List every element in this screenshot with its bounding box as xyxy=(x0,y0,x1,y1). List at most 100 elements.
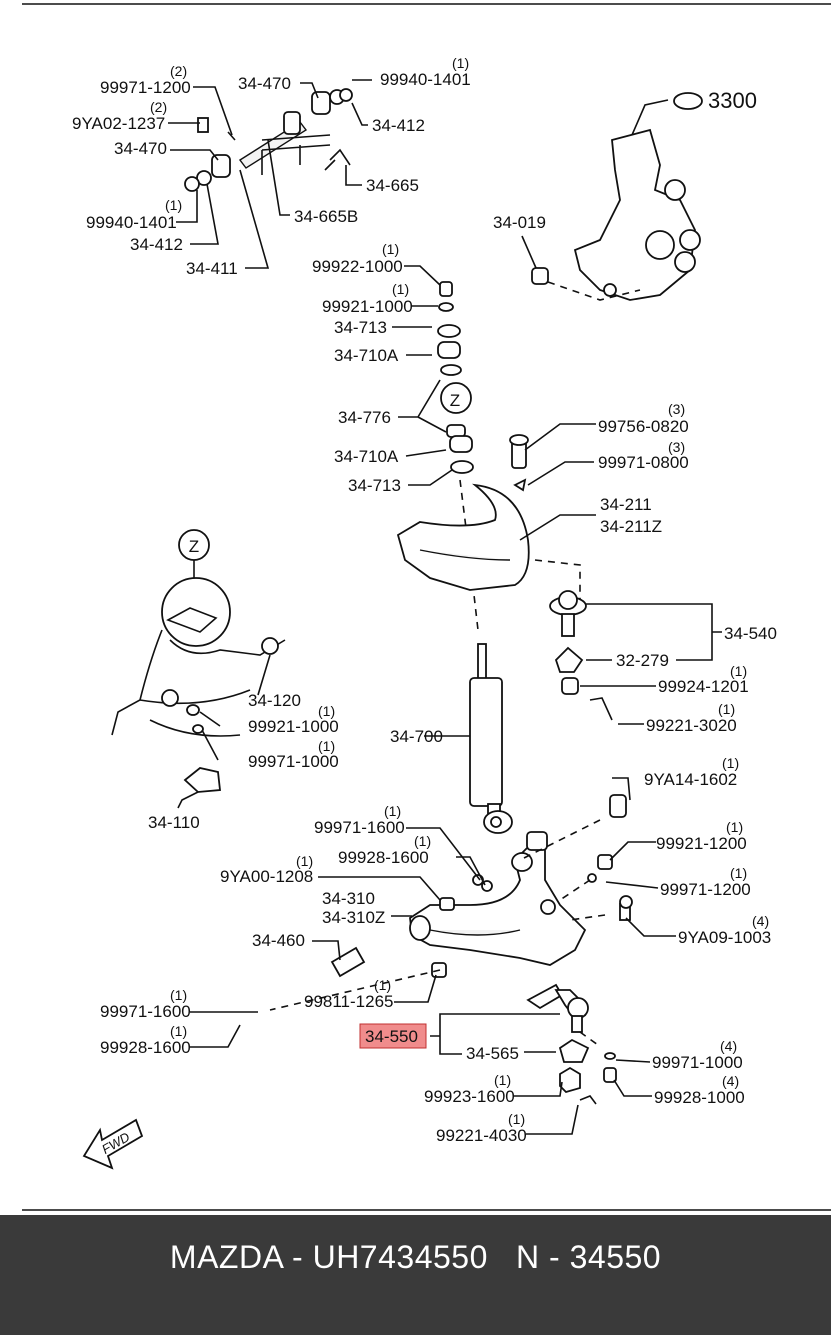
label-34-120: 34-120 xyxy=(248,691,301,710)
label-99971-1000-bot: 99971-1000 xyxy=(652,1053,743,1072)
qty-99921-1200: (1) xyxy=(726,819,743,835)
qty-9ya00-1208: (1) xyxy=(296,853,313,869)
qty-99928-1000: (4) xyxy=(722,1073,739,1089)
lower-arm xyxy=(269,794,633,1011)
upper-mount-stack xyxy=(437,281,479,631)
steering-knuckle xyxy=(531,92,703,301)
qty-99971-1000-det: (1) xyxy=(318,738,335,754)
label-99971-1000-det: 99971-1000 xyxy=(248,752,339,771)
qty-99971-1600-b: (1) xyxy=(170,987,187,1003)
shock-absorber xyxy=(469,643,513,834)
label-99811-1265: 99811-1265 xyxy=(304,992,394,1011)
label-99971-1600-a: 99971-1600 xyxy=(314,818,405,837)
fwd-arrow-icon: FWD xyxy=(82,1118,144,1170)
label-34-540: 34-540 xyxy=(724,624,777,643)
upper-ball-joint xyxy=(549,590,613,721)
label-99928-1600-b: 99928-1600 xyxy=(100,1038,191,1057)
label-32-279: 32-279 xyxy=(616,651,669,670)
label-z-detail: Z xyxy=(189,537,199,556)
qty-99928-1600-a: (1) xyxy=(414,833,431,849)
leaders-lower-ball xyxy=(430,1013,652,1135)
label-34-411: 34-411 xyxy=(186,259,238,278)
label-34-470-a: 34-470 xyxy=(238,74,291,93)
qty-99221-3020: (1) xyxy=(718,701,735,717)
label-34-665b: 34-665B xyxy=(294,207,358,226)
qty-99971-0800: (3) xyxy=(668,439,685,455)
qty-99940-1401-top: (1) xyxy=(452,55,469,71)
label-34-460: 34-460 xyxy=(252,931,305,950)
qty-99756-0820: (3) xyxy=(668,401,685,417)
label-34-019: 34-019 xyxy=(493,213,546,232)
label-99923-1600: 99923-1600 xyxy=(424,1087,515,1106)
label-99221-3020: 99221-3020 xyxy=(646,716,737,735)
label-99921-1200: 99921-1200 xyxy=(656,834,747,853)
label-99922-1000: 99922-1000 xyxy=(312,257,403,276)
label-3300: 3300 xyxy=(708,88,757,113)
label-34-211: 34-211 xyxy=(600,495,652,514)
stabilizer-link-assembly xyxy=(184,88,353,192)
label-99971-1200-mid: 99971-1200 xyxy=(660,880,751,899)
leaders-center xyxy=(392,265,453,486)
label-34-110: 34-110 xyxy=(148,813,200,832)
label-99971-0800: 99971-0800 xyxy=(598,453,689,472)
label-99928-1000: 99928-1000 xyxy=(654,1088,745,1107)
label-34-412-top: 34-412 xyxy=(372,116,425,135)
qty-99971-1000-bot: (4) xyxy=(720,1038,737,1054)
upper-arm xyxy=(396,434,581,600)
label-99924-1201: 99924-1201 xyxy=(658,677,749,696)
qty-99940-1401-left: (1) xyxy=(165,197,182,213)
label-34-665: 34-665 xyxy=(366,176,419,195)
label-34-310: 34-310 xyxy=(322,889,375,908)
label-34-710a-b: 34-710A xyxy=(334,447,399,466)
label-z-callout: Z xyxy=(450,391,460,410)
label-9ya00-1208: 9YA00-1208 xyxy=(220,867,313,886)
label-9ya02-1237: 9YA02-1237 xyxy=(72,114,165,133)
qty-99923-1600: (1) xyxy=(494,1072,511,1088)
qty-99928-1600-b: (1) xyxy=(170,1023,187,1039)
leader-34-019 xyxy=(521,235,537,269)
label-34-565: 34-565 xyxy=(466,1044,519,1063)
label-99971-1200-top: 99971-1200 xyxy=(100,78,191,97)
label-34-713-b: 34-713 xyxy=(348,476,401,495)
label-99928-1600-a: 99928-1600 xyxy=(338,848,429,867)
qty-99971-1600-a: (1) xyxy=(384,803,401,819)
label-34-776: 34-776 xyxy=(338,408,391,427)
qty-99971-1200-mid: (1) xyxy=(730,865,747,881)
label-34-211z: 34-211Z xyxy=(600,517,662,536)
leaders-upper-arm xyxy=(519,423,596,541)
highlight-34-550 xyxy=(359,1023,427,1049)
label-99756-0820: 99756-0820 xyxy=(598,417,689,436)
qty-99971-1200-top: (2) xyxy=(170,63,187,79)
label-9ya14-1602: 9YA14-1602 xyxy=(644,770,737,789)
leaders-top-left xyxy=(168,79,372,269)
qty-9ya09-1003: (4) xyxy=(752,913,769,929)
label-99971-1600-b: 99971-1600 xyxy=(100,1002,191,1021)
part-number-footer: MAZDA - UH7434550 N - 34550 xyxy=(0,1215,831,1335)
label-99940-1401-left: 99940-1401 xyxy=(86,213,177,232)
label-9ya09-1003: 9YA09-1003 xyxy=(678,928,771,947)
parts-diagram: 99971-1200 (2) 9YA02-1237 (2) 34-470 34-… xyxy=(22,3,831,1211)
detail-z-view xyxy=(111,529,286,809)
label-34-713-a: 34-713 xyxy=(334,318,387,337)
label-34-310z: 34-310Z xyxy=(322,908,385,927)
label-34-412-left: 34-412 xyxy=(130,235,183,254)
label-99221-4030: 99221-4030 xyxy=(436,1126,527,1145)
qty-99811-1265: (1) xyxy=(374,977,391,993)
qty-9ya02-1237: (2) xyxy=(150,99,167,115)
leaders-ball-joint xyxy=(580,603,722,725)
part-number-text: MAZDA - UH7434550 N - 34550 xyxy=(169,1239,662,1275)
qty-99921-1000-det: (1) xyxy=(318,703,335,719)
qty-9ya14-1602: (1) xyxy=(722,755,739,771)
qty-99221-4030: (1) xyxy=(508,1111,525,1127)
label-99940-1401-top: 99940-1401 xyxy=(380,70,471,89)
label-34-550: 34-550 xyxy=(365,1027,418,1046)
lower-ball-joint xyxy=(526,983,617,1105)
label-34-700: 34-700 xyxy=(390,727,443,746)
qty-99924-1201: (1) xyxy=(730,663,747,679)
label-34-710a-a: 34-710A xyxy=(334,346,399,365)
qty-99922-1000: (1) xyxy=(382,241,399,257)
leaders-lower xyxy=(190,777,676,1048)
label-99921-1000-top: 99921-1000 xyxy=(322,297,413,316)
label-99921-1000-det: 99921-1000 xyxy=(248,717,339,736)
qty-99921-1000-top: (1) xyxy=(392,281,409,297)
